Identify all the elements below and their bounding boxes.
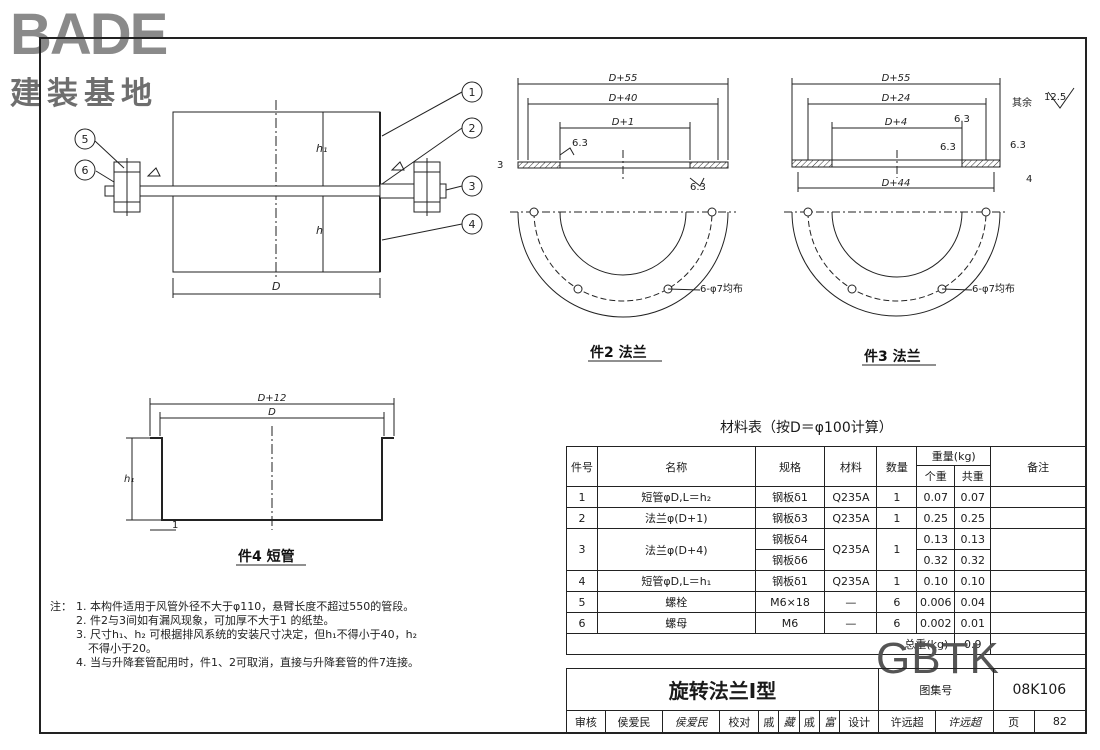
- p3-rough-3: 6.3: [1010, 140, 1026, 151]
- atlas-label: 图集号: [877, 668, 994, 711]
- notes-lead: 注：: [50, 600, 72, 613]
- total-value: 0.9: [954, 633, 992, 655]
- part3-caption: 件3 法兰: [864, 349, 921, 365]
- hdr-material: 材料: [824, 446, 878, 487]
- note-1: 1. 本构件适用于风管外径不大于φ110，悬臂长度不超过550的管段。: [76, 600, 415, 613]
- p3-thickness: 4: [1026, 174, 1032, 185]
- p3-rest-rough: 12.5: [1044, 92, 1066, 103]
- atlas-no: 08K106: [992, 668, 1087, 711]
- title-block: 旋转法兰Ⅰ型 图集号 08K106 审核 侯爱民 侯爱民 校对 戚 藏 戚 富 …: [566, 668, 1087, 733]
- p2-rough-1: 6.3: [572, 138, 588, 149]
- p2-dim-1: D+55: [609, 73, 638, 84]
- part4-caption: 件4 短管: [238, 549, 295, 565]
- callout-4: 4: [469, 218, 476, 231]
- p4-dim-2: D: [268, 407, 276, 418]
- callout-1: 1: [469, 86, 476, 99]
- p2-dim-2: D+40: [609, 93, 638, 104]
- p3-dim-3: D+4: [885, 117, 907, 128]
- callout-6: 6: [82, 164, 89, 177]
- hdr-name: 名称: [596, 446, 756, 487]
- assembly-labels: 1 2 3 4 5 6 h₁ h D: [82, 86, 476, 293]
- note-4: 4. 当与升降套管配用时，件1、2可取消，直接与升降套管的件7连接。: [76, 656, 419, 669]
- p2-rough-2: 6.3: [690, 182, 706, 193]
- hdr-remark: 备注: [990, 446, 1086, 487]
- hdr-spec: 规格: [754, 446, 826, 487]
- part2-labels: D+55 D+40 D+1 6.3 6.3 3 6-φ7均布: [497, 73, 743, 295]
- part4-pipe: [126, 398, 395, 531]
- callout-5: 5: [82, 133, 89, 146]
- callout-3: 3: [469, 180, 476, 193]
- notes: 注： 1. 本构件适用于风管外径不大于φ110，悬臂长度不超过550的管段。 2…: [50, 600, 520, 670]
- p3-dim-4: D+44: [882, 178, 911, 189]
- dim-h1: h₁: [316, 142, 327, 155]
- dim-h: h: [316, 224, 323, 237]
- part2-flange: [510, 78, 736, 318]
- p4-t: 1: [172, 520, 178, 531]
- assembly-view: [74, 81, 483, 298]
- brand-logo: BADE: [10, 2, 168, 67]
- materials-title: 材料表（按D＝φ100计算）: [720, 420, 893, 436]
- p3-rest: 其余: [1012, 96, 1032, 109]
- p2-holes: 6-φ7均布: [700, 283, 743, 295]
- table-total-row: 总重(kg) 0.9: [565, 633, 1086, 655]
- note-3-cont: 不得小于20。: [88, 642, 157, 655]
- part3-labels: D+55 D+24 D+4 D+44 6.3 6.3 6.3 4 其余 12.5…: [882, 73, 1067, 295]
- total-label: 总重(kg): [565, 633, 956, 655]
- hdr-total: 共重: [954, 465, 992, 487]
- sheet-frame: [39, 37, 1087, 734]
- brand-subtitle: 建装基地: [10, 76, 158, 112]
- hdr-qty: 数量: [876, 446, 918, 487]
- p3-holes: 6-φ7均布: [972, 283, 1015, 295]
- hdr-weight: 重量(kg): [916, 446, 992, 466]
- p2-dim-3: D+1: [612, 117, 634, 128]
- p3-rough-2: 6.3: [940, 142, 956, 153]
- drawing-title: 旋转法兰Ⅰ型: [566, 668, 879, 711]
- part4-labels: D+12 D h₁ 1: [124, 393, 286, 531]
- p4-dim-1: D+12: [258, 393, 287, 404]
- p3-dim-2: D+24: [882, 93, 911, 104]
- hdr-unit: 个重: [916, 465, 956, 487]
- note-2: 2. 件2与3间如有漏风现象，可加厚不大于1 的纸垫。: [76, 614, 335, 627]
- p3-rough-1: 6.3: [954, 114, 970, 125]
- page-number: 82: [1033, 710, 1087, 733]
- note-3: 3. 尺寸h₁、h₂ 可根据排风系统的安装尺寸决定，但h₁不得小于40，h₂: [76, 628, 418, 641]
- hdr-no: 件号: [566, 446, 598, 487]
- p3-dim-1: D+55: [882, 73, 911, 84]
- callout-2: 2: [469, 122, 476, 135]
- p4-h1: h₁: [124, 474, 134, 485]
- dim-D: D: [272, 280, 280, 293]
- part2-caption: 件2 法兰: [590, 345, 647, 361]
- p2-thickness: 3: [497, 160, 503, 171]
- part3-flange: [784, 78, 1075, 317]
